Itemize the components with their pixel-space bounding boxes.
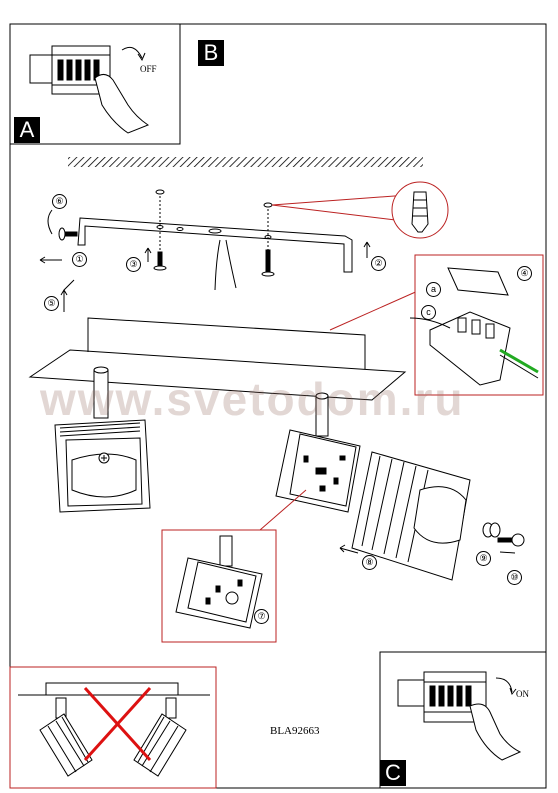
fixture-canopy <box>28 317 407 401</box>
panel-label-c: C <box>380 760 406 786</box>
step-arrows <box>339 544 516 554</box>
wall-plug-callout <box>271 194 413 223</box>
watermark: www.svetodom.ru <box>40 373 465 425</box>
outer-frame <box>9 23 547 789</box>
wire-label-c: c <box>421 305 436 320</box>
wire-label-a: a <box>426 282 441 297</box>
socket-detail <box>175 535 263 629</box>
step-9: ⑨ <box>476 551 491 566</box>
spotlight-shade <box>351 451 525 581</box>
panel-label-a: A <box>14 117 40 143</box>
socket-callout-line <box>259 489 307 531</box>
ceiling-hatch <box>68 157 423 167</box>
spotlight-exploded <box>275 392 361 513</box>
direction-arrows <box>39 209 371 312</box>
step-8: ⑧ <box>362 555 377 570</box>
breaker-off-illustration <box>29 45 150 134</box>
fixing-screws <box>58 189 275 277</box>
terminal-callout-line <box>329 289 421 331</box>
panel-label-b: B <box>198 40 224 66</box>
model-number: BLA92663 <box>270 725 320 737</box>
step-3: ③ <box>126 257 141 272</box>
mounting-bracket <box>77 217 353 291</box>
step-1: ① <box>72 252 87 267</box>
step-7: ⑦ <box>254 609 269 624</box>
step-2: ② <box>371 256 386 271</box>
step-4: ④ <box>517 266 532 281</box>
step-5: ⑤ <box>44 296 59 311</box>
spotlight-left <box>54 366 151 513</box>
terminal-block <box>409 267 539 386</box>
prohibited-cross <box>83 686 152 762</box>
step-10: ⑩ <box>507 570 522 585</box>
warning-box <box>9 666 217 789</box>
panel-a-frame <box>9 23 181 145</box>
panel-c-frame <box>379 651 547 789</box>
switch-on-label: ON <box>516 689 529 699</box>
step-6: ⑥ <box>52 194 67 209</box>
breaker-on-illustration <box>397 671 522 761</box>
switch-off-label: OFF <box>140 64 157 74</box>
wall-plug <box>411 191 429 233</box>
